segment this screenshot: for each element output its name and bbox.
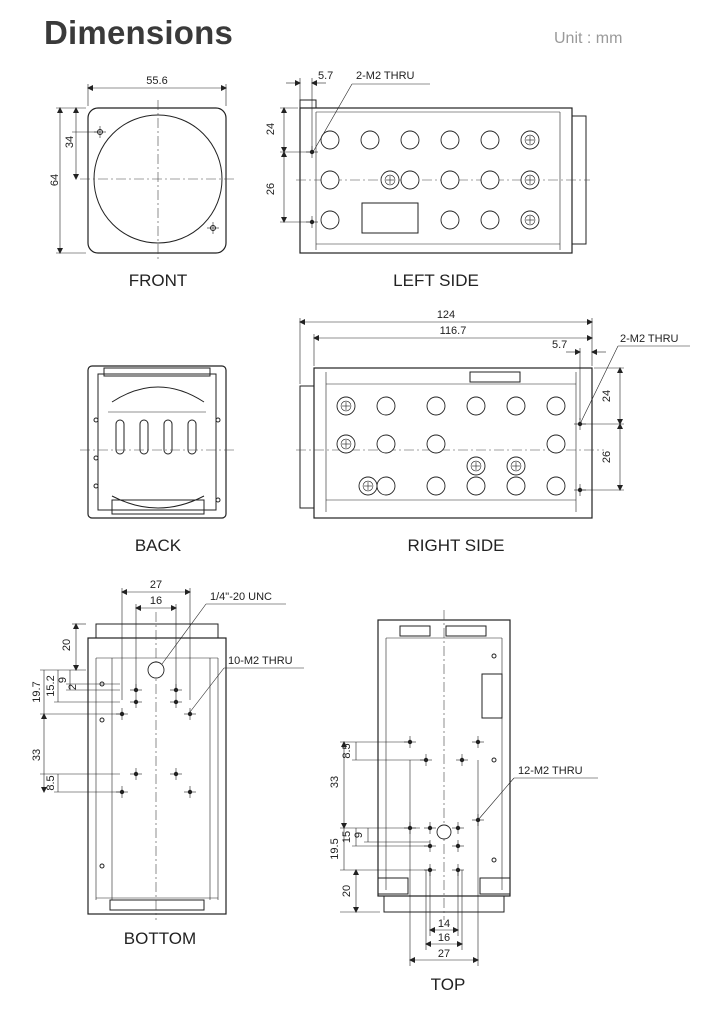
vent-slot — [187, 419, 197, 455]
view-label-right-side: RIGHT SIDE — [408, 536, 505, 555]
mount-hole — [466, 476, 486, 496]
dim-bottom-d8-5: 8.5 — [45, 775, 57, 790]
mount-hole — [466, 396, 486, 416]
top-center-screw — [436, 824, 452, 840]
front-housing — [87, 107, 227, 254]
mount-hole — [376, 476, 396, 496]
callout-left-holes: 2-M2 THRU — [356, 70, 415, 82]
right-side-housing — [313, 367, 593, 519]
mount-hole — [546, 476, 566, 496]
callout-bottom-holes: 10-M2 THRU — [228, 655, 293, 667]
left-side-hole-grid — [306, 130, 540, 230]
dim-right-v1: 24 — [601, 390, 613, 402]
mount-hole — [376, 434, 396, 454]
right-side-hole-grid — [336, 396, 586, 496]
page-title: Dimensions — [44, 14, 234, 51]
dim-top-w27: 27 — [438, 948, 450, 960]
callout-tripod-thread: 1/4"-20 UNC — [210, 591, 272, 603]
callout-right-holes: 2-M2 THRU — [620, 333, 679, 345]
dim-front-height: 64 — [49, 174, 61, 186]
mount-hole — [320, 210, 340, 230]
view-label-back: BACK — [135, 536, 182, 555]
dim-top-d33: 33 — [329, 776, 341, 788]
dim-top-d19-5: 19.5 — [329, 838, 341, 859]
front-view: 55.6 64 34 FRONT — [49, 75, 236, 290]
mount-hole — [426, 434, 446, 454]
view-label-left-side: LEFT SIDE — [393, 271, 479, 290]
front-mount-hole — [207, 222, 219, 234]
dim-right-v2: 26 — [601, 451, 613, 463]
view-label-front: FRONT — [129, 271, 188, 290]
mount-hole — [440, 210, 460, 230]
dim-bottom-d19-7: 19.7 — [31, 681, 43, 702]
mount-hole — [440, 170, 460, 190]
mount-hole — [480, 210, 500, 230]
dim-right-overall: 124 — [437, 309, 455, 321]
dim-bottom-w16: 16 — [150, 595, 162, 607]
mount-hole — [320, 170, 340, 190]
back-housing — [87, 365, 227, 519]
mount-hole — [360, 130, 380, 150]
back-view: BACK — [80, 365, 236, 555]
vent-slot — [115, 419, 125, 455]
dim-front-offset: 34 — [64, 136, 76, 148]
bottom-housing — [87, 637, 227, 915]
dim-top-d9: 9 — [353, 832, 365, 838]
callout-top-holes: 12-M2 THRU — [518, 765, 583, 777]
mount-hole — [426, 396, 446, 416]
mount-hole — [376, 396, 396, 416]
dim-right-offset: 5.7 — [552, 339, 567, 351]
dim-front-width: 55.6 — [146, 75, 167, 87]
dim-bottom-d15-2: 15.2 — [45, 675, 57, 696]
dim-left-offset: 5.7 — [318, 70, 333, 82]
dim-top-w14: 14 — [438, 918, 450, 930]
bottom-view: 27 16 1/4"-20 UNC 10-M2 THRU 20 19.7 15.… — [31, 579, 304, 948]
right-side-view: 124 116.7 5.7 2-M2 THRU 24 26 RIGHT SIDE — [296, 309, 690, 555]
dim-top-d15: 15 — [341, 831, 353, 843]
view-label-top: TOP — [431, 975, 466, 994]
back-slot-row — [115, 419, 197, 455]
mount-hole — [320, 130, 340, 150]
dim-left-v2: 26 — [265, 183, 277, 195]
mount-hole — [546, 396, 566, 416]
mount-hole — [400, 170, 420, 190]
dim-left-v1: 24 — [265, 123, 277, 135]
dim-bottom-d2: 2 — [67, 684, 79, 690]
dim-bottom-d20: 20 — [61, 639, 73, 651]
mount-hole — [480, 170, 500, 190]
view-label-bottom: BOTTOM — [124, 929, 196, 948]
mount-hole — [506, 476, 526, 496]
mount-hole — [506, 396, 526, 416]
mount-hole — [400, 130, 420, 150]
bottom-hole-pattern — [116, 684, 196, 798]
dim-right-body: 116.7 — [440, 325, 467, 337]
right-side-lens-flange — [299, 385, 315, 509]
top-view: 8.5 33 19.5 15 9 20 12-M2 THRU 14 16 27 … — [329, 610, 598, 994]
mount-hole — [440, 130, 460, 150]
dim-bottom-w27: 27 — [150, 579, 162, 591]
dim-bottom-d33: 33 — [31, 749, 43, 761]
dim-top-d8-5: 8.5 — [341, 743, 353, 758]
left-side-view: 5.7 2-M2 THRU 24 26 LEFT SIDE — [265, 70, 590, 290]
mount-hole — [546, 434, 566, 454]
mount-hole — [480, 130, 500, 150]
mount-hole — [426, 476, 446, 496]
dim-top-w16: 16 — [438, 932, 450, 944]
dim-top-d20: 20 — [341, 885, 353, 897]
vent-slot — [139, 419, 149, 455]
unit-label: Unit : mm — [554, 30, 623, 47]
left-side-connector-port — [361, 202, 419, 234]
dim-bottom-d9: 9 — [57, 677, 69, 683]
tripod-mount-hole — [147, 661, 165, 679]
vent-slot — [163, 419, 173, 455]
